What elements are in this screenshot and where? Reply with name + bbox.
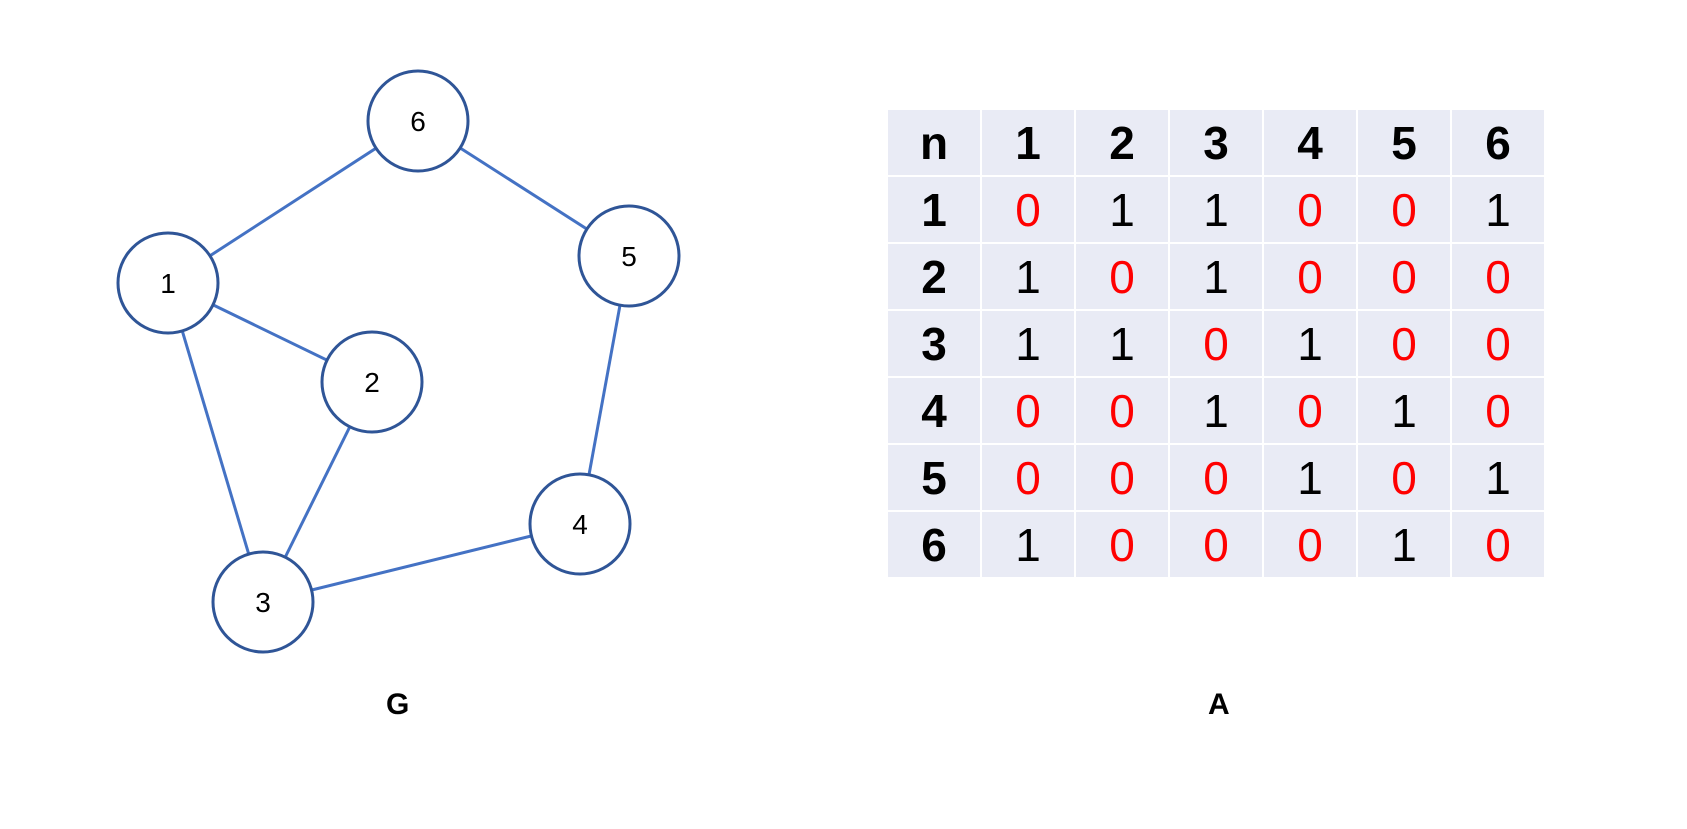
node-circle: [528, 472, 632, 576]
matrix-cell: 0: [1264, 177, 1358, 244]
node-circle: [116, 231, 220, 335]
matrix-column-header: 5: [1358, 110, 1452, 177]
matrix-cell: 1: [1076, 177, 1170, 244]
node-circle: [577, 204, 681, 308]
matrix-row-header: 4: [888, 378, 982, 445]
matrix-cell: 0: [1452, 244, 1546, 311]
matrix-cell: 1: [1170, 177, 1264, 244]
matrix-cell: 1: [1452, 445, 1546, 512]
node-5: 5: [577, 204, 681, 308]
edge-3-4: [262, 522, 581, 604]
node-3: 3: [211, 550, 315, 654]
matrix-cell: 0: [1076, 445, 1170, 512]
matrix-cell: 0: [1076, 378, 1170, 445]
matrix-cell: 0: [1452, 311, 1546, 378]
node-label: 5: [621, 241, 637, 272]
node-label: 6: [410, 106, 426, 137]
nodes-layer: 1 2 3 4 5 6: [116, 69, 681, 654]
matrix-cell: 1: [1264, 311, 1358, 378]
matrix-cell: 1: [1170, 378, 1264, 445]
matrix-cell: 0: [1170, 445, 1264, 512]
matrix-cell: 0: [1452, 512, 1546, 579]
matrix-caption: A: [1208, 688, 1230, 721]
matrix-row-header: 6: [888, 512, 982, 579]
node-6: 6: [366, 69, 470, 173]
node-1: 1: [116, 231, 220, 335]
node-label: 3: [255, 587, 271, 618]
node-label: 2: [364, 367, 380, 398]
matrix-corner: n: [888, 110, 982, 177]
matrix-cell: 1: [1358, 378, 1452, 445]
matrix-cell: 1: [982, 311, 1076, 378]
matrix-column-header: 4: [1264, 110, 1358, 177]
matrix-cell: 1: [1358, 512, 1452, 579]
matrix-cell: 0: [1358, 311, 1452, 378]
edge-1-3: [166, 282, 265, 603]
matrix-row-header: 3: [888, 311, 982, 378]
matrix-cell: 0: [1452, 378, 1546, 445]
matrix-cell: 0: [1170, 311, 1264, 378]
node-4: 4: [528, 472, 632, 576]
matrix-cell: 0: [982, 378, 1076, 445]
matrix-column-header: 6: [1452, 110, 1546, 177]
matrix-cell: 1: [1452, 177, 1546, 244]
node-label: 1: [160, 268, 176, 299]
matrix-cell: 0: [1358, 244, 1452, 311]
matrix-column-header: 1: [982, 110, 1076, 177]
node-label: 4: [572, 509, 588, 540]
matrix-cell: 0: [982, 445, 1076, 512]
node-circle: [211, 550, 315, 654]
matrix-cell: 0: [982, 177, 1076, 244]
graph-caption: G: [386, 688, 410, 721]
matrix-cell: 1: [1076, 311, 1170, 378]
graph-diagram: 1 2 3 4 5 6: [116, 69, 681, 654]
matrix-cell: 0: [1264, 378, 1358, 445]
matrix-cell: 1: [1170, 244, 1264, 311]
matrix-row-header: 1: [888, 177, 982, 244]
matrix-row-header: 2: [888, 244, 982, 311]
matrix-cell: 0: [1076, 512, 1170, 579]
matrix-cell: 0: [1358, 445, 1452, 512]
matrix-cell: 0: [1358, 177, 1452, 244]
matrix-cell: 1: [982, 244, 1076, 311]
node-2: 2: [320, 330, 424, 434]
matrix-column-header: 2: [1076, 110, 1170, 177]
matrix-row-header: 5: [888, 445, 982, 512]
node-circle: [320, 330, 424, 434]
matrix-cell: 0: [1264, 244, 1358, 311]
matrix-cell: 1: [982, 512, 1076, 579]
node-circle: [366, 69, 470, 173]
matrix-cell: 1: [1264, 445, 1358, 512]
matrix-column-header: 3: [1170, 110, 1264, 177]
matrix-cell: 0: [1076, 244, 1170, 311]
matrix-cell: 0: [1264, 512, 1358, 579]
matrix-cell: 0: [1170, 512, 1264, 579]
